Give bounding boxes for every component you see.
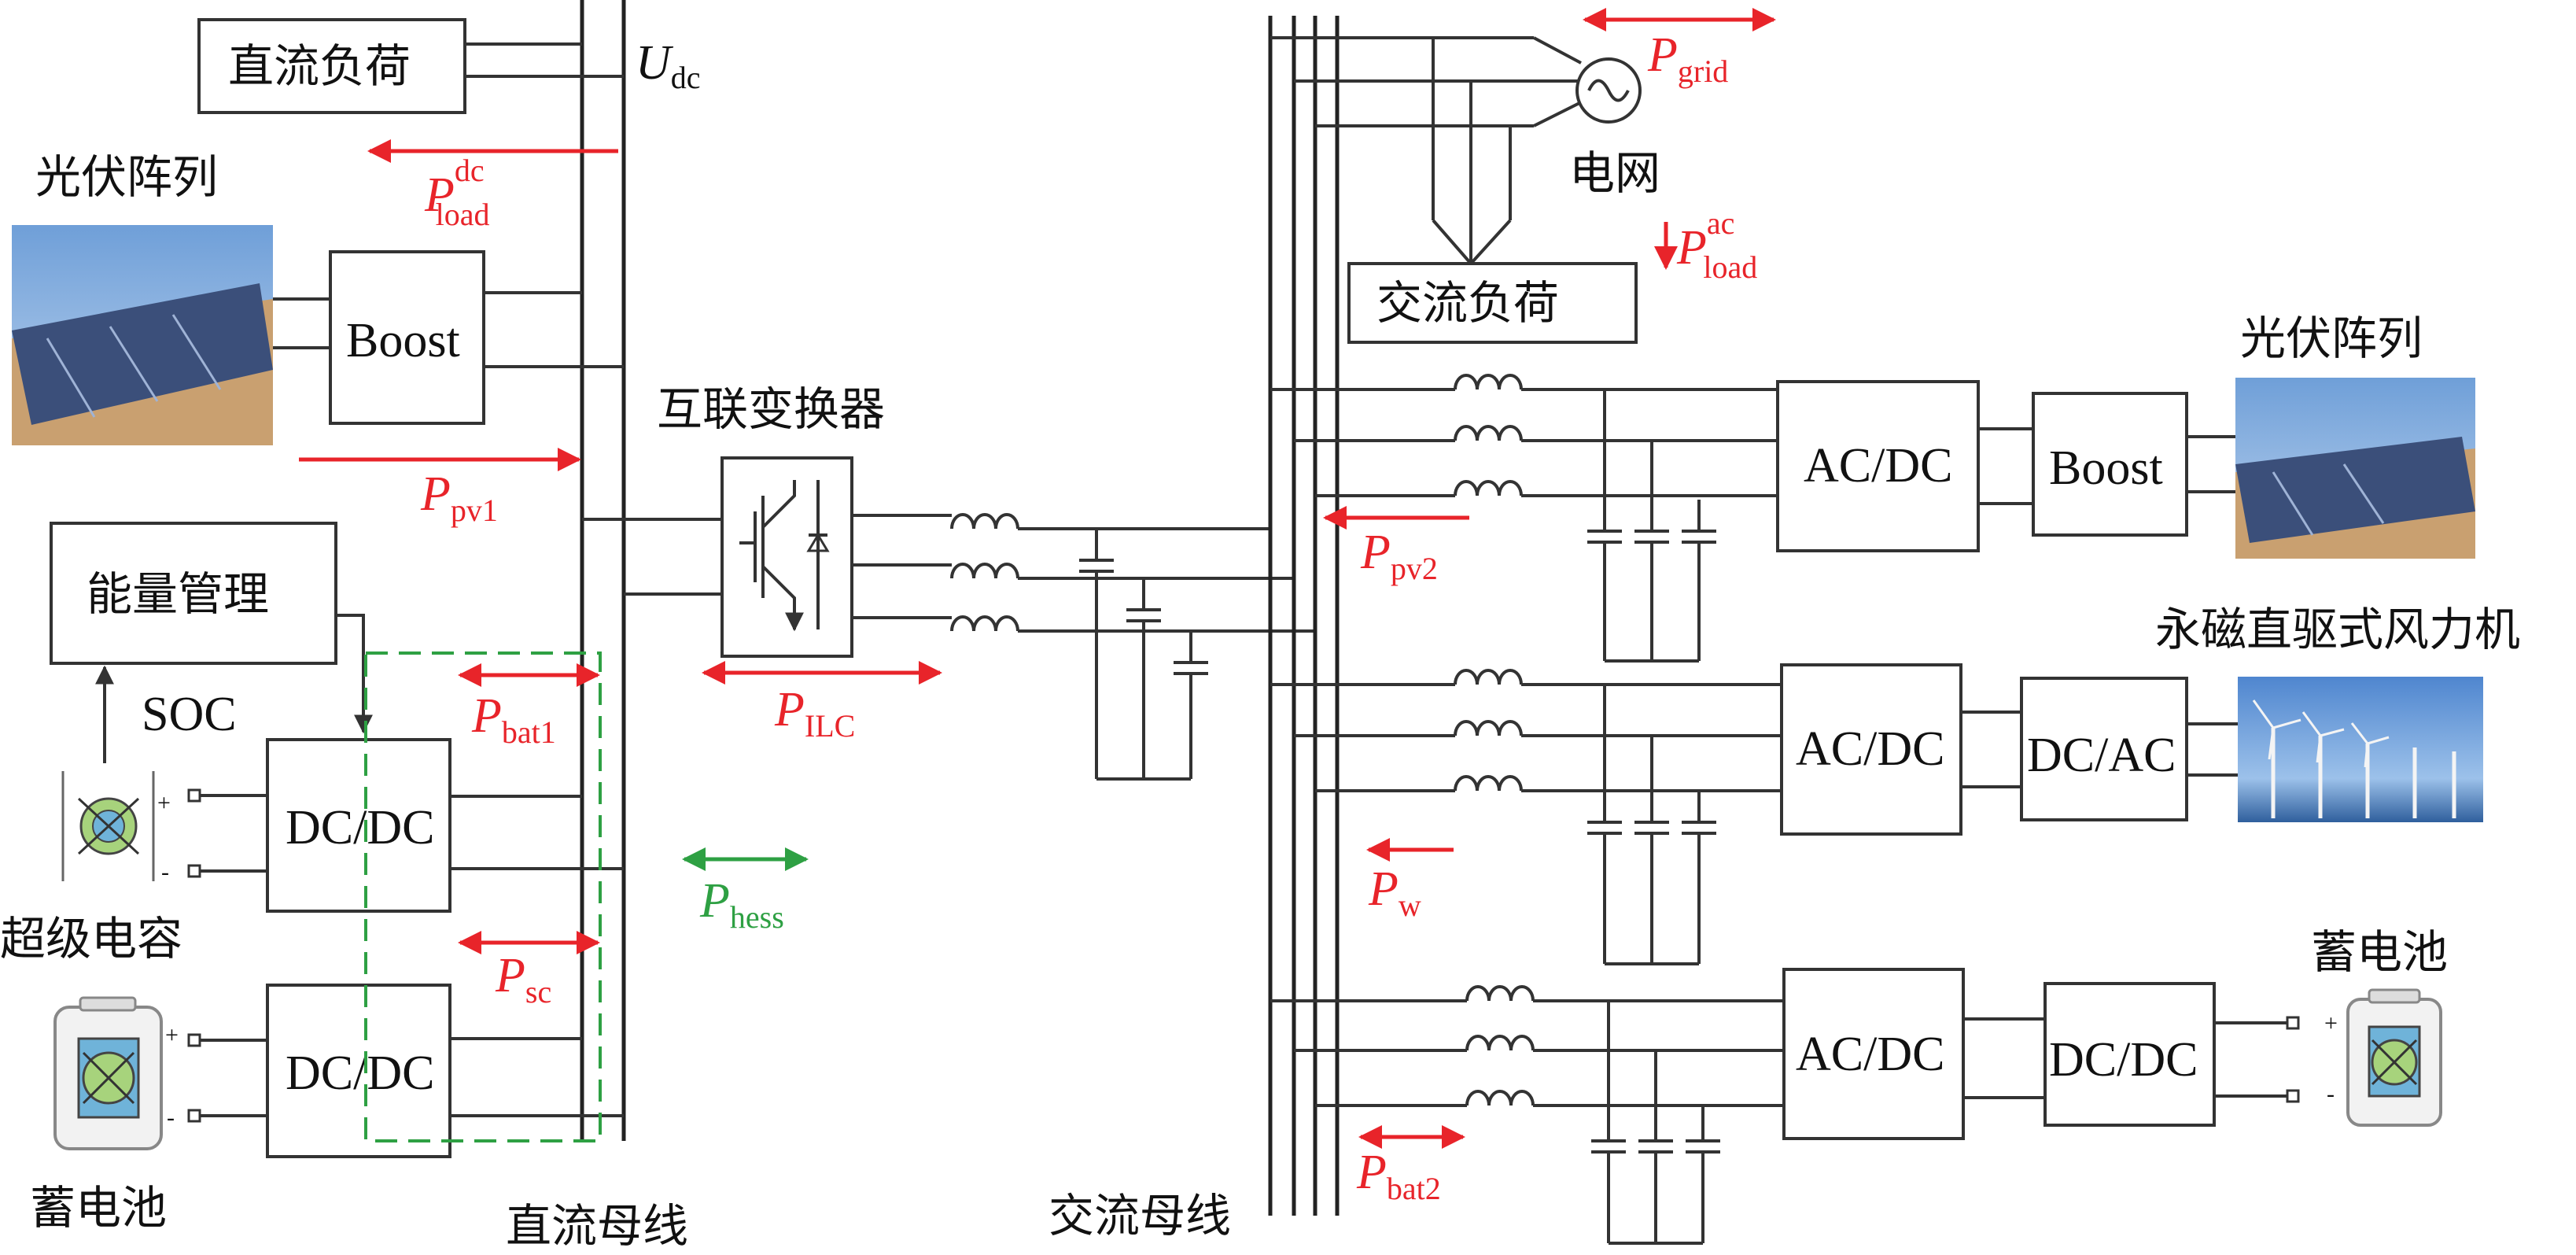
acdc-2-label: AC/DC xyxy=(1796,722,1944,776)
pv-array-left-image xyxy=(12,225,273,445)
ilc-coil-1 xyxy=(950,513,1019,530)
f2-coil-2 xyxy=(1454,720,1523,737)
p-pv2-label: Ppv2 xyxy=(1360,526,1438,586)
supercap-terminal-plus xyxy=(187,788,201,803)
dcdc-bottom-block: DC/DC xyxy=(266,984,624,1158)
p-ilc-label: PILC xyxy=(774,683,855,744)
acdc-3-label: AC/DC xyxy=(1796,1028,1944,1081)
dcdc-right-block: DC/DC xyxy=(2043,982,2216,1127)
battery-left-icon xyxy=(53,996,163,1150)
battery-left-plus: + xyxy=(165,1022,179,1048)
f3-coil-3 xyxy=(1465,1090,1535,1107)
f2-capacitors xyxy=(1586,685,1718,965)
battery-right-terminal-plus xyxy=(2286,1016,2300,1030)
battery-right-plus: + xyxy=(2324,1010,2338,1036)
mgmt-to-dcdc-arrow xyxy=(336,614,373,734)
wind-turbine-image xyxy=(2238,677,2483,822)
battery-left-minus: - xyxy=(167,1105,175,1131)
supercap-label: 超级电容 xyxy=(0,912,182,965)
grid-source-icon xyxy=(1575,57,1642,124)
acdc-2-block: AC/DC xyxy=(1780,663,1962,836)
wind-label: 永磁直驱式风力机 xyxy=(2155,603,2520,656)
battery-left-terminal-plus xyxy=(187,1033,201,1047)
p-hess-label: Phess xyxy=(699,874,784,935)
supercap-plus: + xyxy=(157,790,171,816)
grid-feed-1 xyxy=(1533,36,1582,65)
p-bat2-label: Pbat2 xyxy=(1356,1146,1441,1206)
boost-left-block: Boost xyxy=(329,250,624,425)
f1-coil-2 xyxy=(1454,425,1523,442)
energy-mgmt-label: 能量管理 xyxy=(87,567,269,621)
dcdc-top-block: DC/DC xyxy=(266,738,624,913)
ilc-coil-3 xyxy=(950,615,1019,633)
ilc-capacitors xyxy=(1078,527,1210,781)
f3-coil-1 xyxy=(1465,985,1535,1002)
ac-load-block: 交流负荷 xyxy=(1347,262,1638,344)
ilc-block xyxy=(720,456,853,658)
dcac-block: DC/AC xyxy=(2020,677,2188,821)
dcdc-bottom-label: DC/DC xyxy=(286,1046,434,1100)
f2-coil-1 xyxy=(1454,669,1523,686)
p-bat1-label: Pbat1 xyxy=(471,689,556,750)
grid-label: 电网 xyxy=(1569,146,1660,200)
hess-dashed-box xyxy=(364,651,602,1142)
f2-coil-3 xyxy=(1454,775,1523,792)
dcdc-top-label: DC/DC xyxy=(286,801,434,855)
acdc-1-label: AC/DC xyxy=(1804,439,1952,493)
supercap-minus: - xyxy=(161,859,169,885)
f3-coil-2 xyxy=(1465,1035,1535,1052)
ilc-label: 互联变换器 xyxy=(657,382,885,436)
boost-right-block: Boost xyxy=(2032,392,2188,537)
dcdc-right-label: DC/DC xyxy=(2049,1033,2198,1087)
battery-right-terminal-minus xyxy=(2286,1089,2300,1103)
battery-left-terminal-minus xyxy=(187,1109,201,1123)
energy-mgmt-block: 能量管理 xyxy=(50,522,337,665)
f1-coil-3 xyxy=(1454,480,1523,497)
boost-right-label: Boost xyxy=(2049,441,2163,495)
f1-capacitors xyxy=(1586,389,1718,663)
battery-right-icon xyxy=(2346,988,2442,1127)
p-sc-label: Psc xyxy=(495,949,551,1010)
dc-load-block: 直流负荷 xyxy=(197,18,624,114)
ilc-coil-2 xyxy=(950,563,1019,580)
dc-bus-label: 直流母线 xyxy=(506,1199,688,1253)
p-grid-label: Pgrid xyxy=(1647,28,1728,89)
battery-right-label: 蓄电池 xyxy=(2311,925,2448,979)
ac-load-label: 交流负荷 xyxy=(1376,276,1559,330)
boost-left-label: Boost xyxy=(346,314,460,367)
pv-array-right-image xyxy=(2235,378,2475,559)
udc-label: Udc xyxy=(636,36,701,95)
battery-right-minus: - xyxy=(2327,1081,2335,1107)
pv-array-right-label: 光伏阵列 xyxy=(2240,312,2423,365)
f3-capacitors xyxy=(1590,1001,1722,1245)
ac-bus-label: 交流母线 xyxy=(1048,1189,1231,1242)
dc-bus xyxy=(580,0,626,1141)
dcac-label: DC/AC xyxy=(2027,729,2176,782)
p-w-label: Pw xyxy=(1368,862,1421,923)
grid-feed-3 xyxy=(1533,101,1582,127)
f1-coil-1 xyxy=(1454,374,1523,391)
dc-load-label: 直流负荷 xyxy=(228,39,411,93)
pv-array-left-label: 光伏阵列 xyxy=(35,150,218,204)
supercap-terminal-minus xyxy=(187,864,201,878)
acdc-1-block: AC/DC xyxy=(1776,380,1980,552)
battery-left-label: 蓄电池 xyxy=(30,1181,167,1235)
soc-label: SOC xyxy=(142,688,237,741)
p-pv1-label: Ppv1 xyxy=(420,467,498,528)
udc-main: U xyxy=(636,36,674,90)
ac-bus xyxy=(1268,16,1340,1216)
udc-sub: dc xyxy=(671,60,701,95)
supercap-icon xyxy=(61,771,155,881)
acdc-3-block: AC/DC xyxy=(1782,968,1965,1140)
